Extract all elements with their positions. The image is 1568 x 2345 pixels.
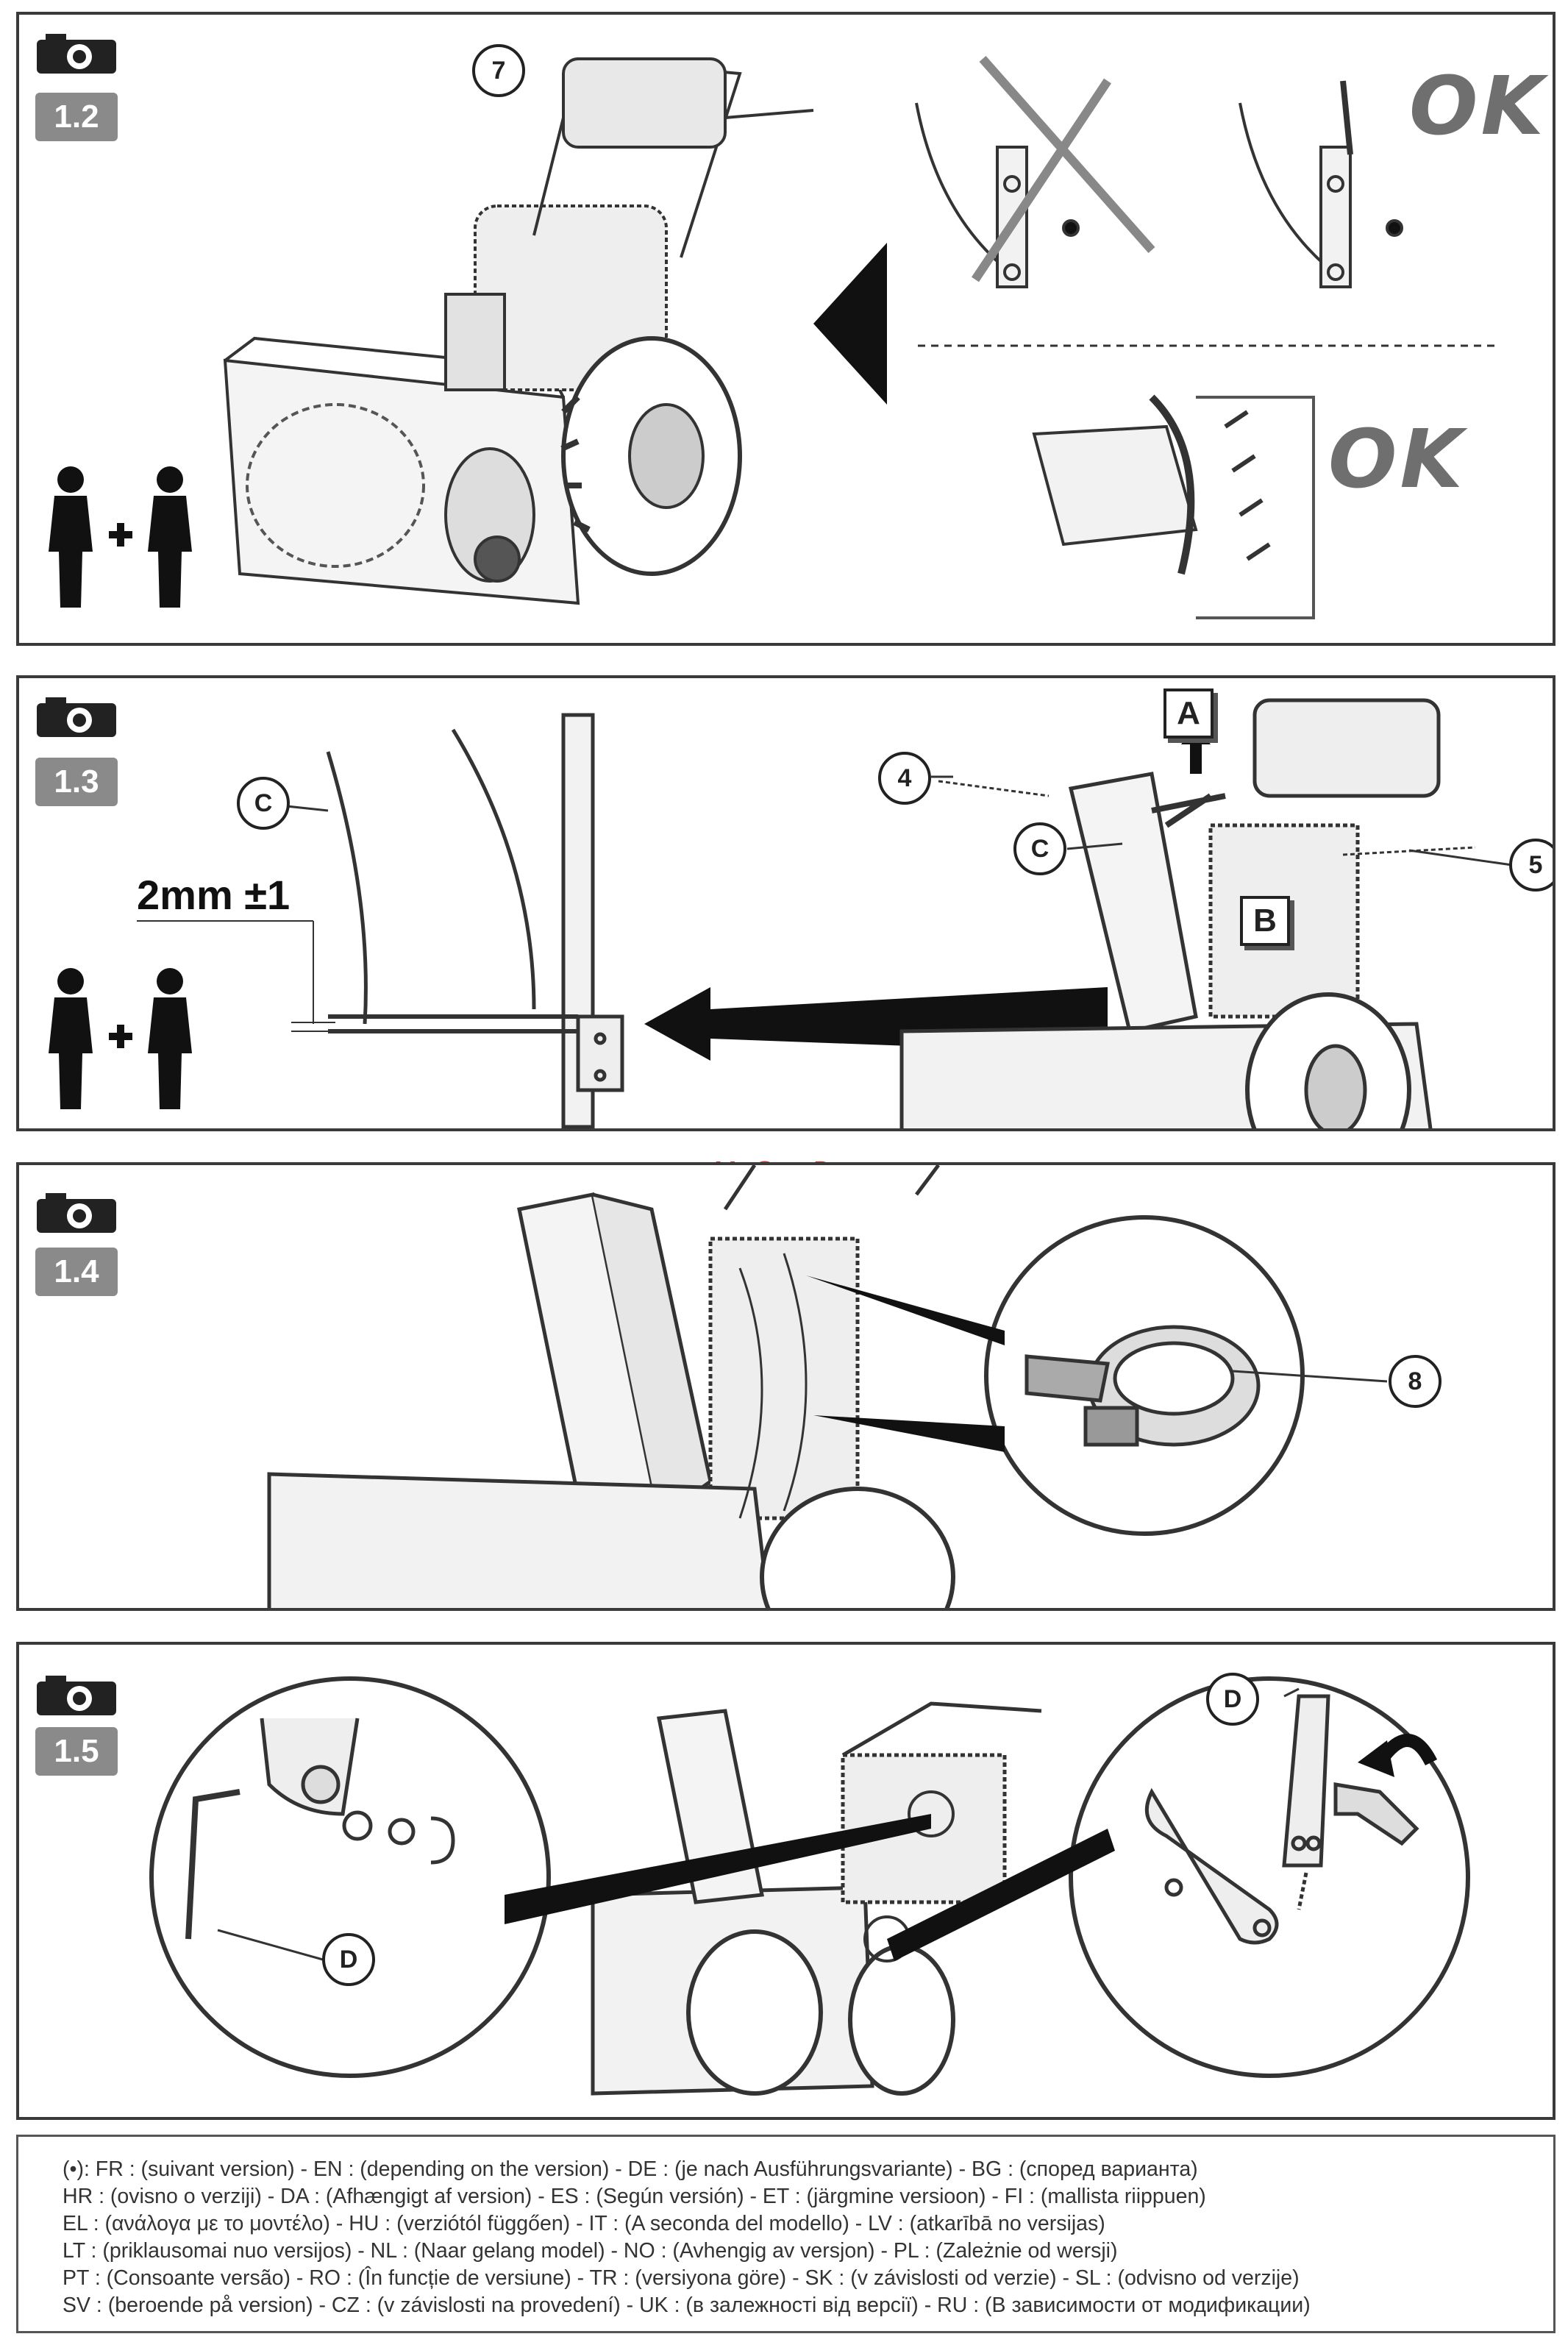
panel-step-1-5: 1.5 D D: [16, 1642, 1555, 2120]
panel-step-1-3: 1.3 C 2mm ±1 4 C 5 A B: [16, 675, 1555, 1131]
label-b: B: [1240, 896, 1290, 946]
camera-icon: [37, 1676, 116, 1715]
panel-step-1-2: 1.2 7 OK OK: [16, 12, 1555, 646]
step-badge: 1.2: [35, 93, 118, 141]
control-rod-illustration: [149, 1676, 1470, 2096]
legend-line: LT : (priklausomai nuo versijos) - NL : …: [63, 2239, 1118, 2263]
callout-8: 8: [1389, 1355, 1442, 1408]
two-persons-icon: [49, 466, 192, 608]
callout-7: 7: [472, 44, 525, 97]
legend-line: HR : (ovisno o verziji) - DA : (Afhængig…: [63, 2185, 1206, 2208]
panel-step-1-4: 1.4 8: [16, 1162, 1555, 1611]
ok-label: OK: [1409, 59, 1547, 153]
step-badge: 1.4: [35, 1248, 118, 1296]
legend-line: EL : (ανάλογα με το μοντέλο) - HU : (ver…: [63, 2212, 1105, 2235]
two-persons-icon: [49, 968, 192, 1109]
dimension-label: 2mm ±1: [137, 872, 291, 918]
step-badge: 1.5: [35, 1727, 118, 1776]
callout-c: C: [1013, 822, 1066, 875]
arrow-left-icon: [813, 243, 887, 405]
legend-line: (•): FR : (suivant version) - EN : (depe…: [63, 2157, 1198, 2181]
callout-c: C: [237, 777, 290, 830]
version-legend: (•): FR : (suivant version) - EN : (depe…: [16, 2135, 1555, 2333]
callout-d: D: [322, 1933, 375, 1986]
camera-icon: [37, 1193, 116, 1233]
cable-tie-illustration: [267, 1165, 1388, 1608]
callout-4: 4: [878, 752, 931, 805]
callout-d: D: [1206, 1673, 1259, 1726]
ok-label: OK: [1328, 412, 1466, 506]
camera-icon: [37, 697, 116, 737]
label-a: A: [1163, 688, 1214, 739]
legend-line: SV : (beroende på version) - CZ : (v záv…: [63, 2294, 1311, 2317]
cable-tie-icon: [1024, 1325, 1261, 1447]
camera-icon: [37, 34, 116, 74]
legend-line: PT : (Consoante versão) - RO : (În funcț…: [63, 2266, 1300, 2290]
step-badge: 1.3: [35, 758, 118, 806]
snowblower-illustration: [223, 56, 1497, 619]
callout-5: 5: [1509, 839, 1553, 892]
